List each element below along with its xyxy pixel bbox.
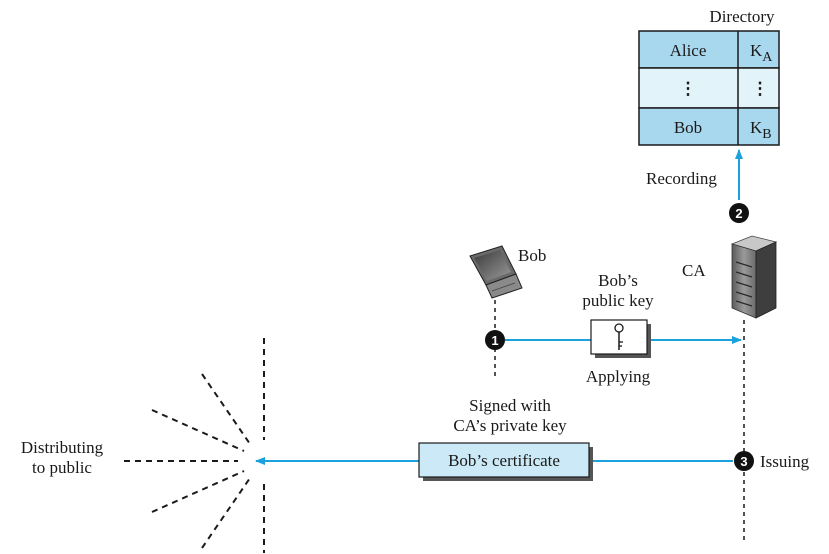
directory-name-cell: Bob [674,118,702,137]
step-3-badge: 3 [734,451,754,471]
bob-label: Bob [518,246,546,265]
key-icon [614,323,624,350]
recording-label: Recording [646,169,717,188]
directory-title: Directory [709,7,775,26]
directory-table: Alice KA ⋮ ⋮ Bob KB [638,30,780,146]
svg-text:1: 1 [491,333,498,348]
step-1-badge: 1 [485,330,505,350]
directory-key-cell: ⋮ [752,79,769,98]
table-row [638,67,780,109]
certificate-box [418,442,593,481]
public-key-box [590,319,651,358]
laptop-icon [469,245,523,299]
table-row [638,30,780,69]
directory-key-cell: KB [750,118,772,142]
signed-label-line1: Signed with [469,396,551,415]
svg-text:2: 2 [735,206,742,221]
distribution-rays [124,338,265,553]
issuing-label: Issuing [760,452,810,471]
applying-label: Applying [586,367,651,386]
public-key-label-line2: public key [582,291,654,310]
table-row [638,107,780,146]
directory-key-cell: KA [750,41,773,65]
directory-name-cell: ⋮ [680,79,697,98]
signed-label-line2: CA’s private key [453,416,567,435]
directory-name-cell: Alice [670,41,707,60]
ca-label: CA [682,261,706,280]
server-icon [730,235,778,319]
certificate-label: Bob’s certificate [448,451,560,470]
public-key-label-line1: Bob’s [598,271,638,290]
distributing-label-line1: Distributing [21,438,104,457]
svg-text:3: 3 [740,454,747,469]
distributing-label-line2: to public [32,458,92,477]
step-2-badge: 2 [729,203,749,223]
